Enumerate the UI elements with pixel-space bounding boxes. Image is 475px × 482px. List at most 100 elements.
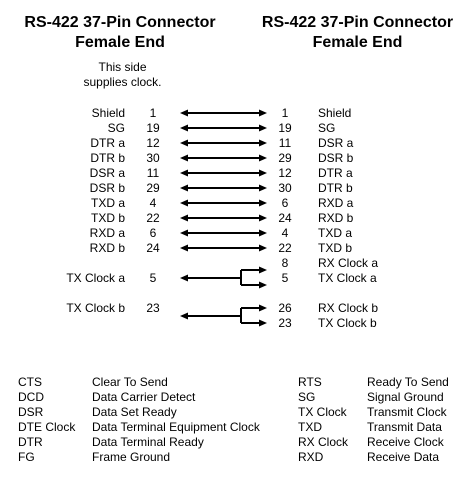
arrowhead-right — [259, 266, 267, 274]
arrowhead-left — [180, 312, 188, 320]
legend-meaning: Signal Ground — [367, 390, 444, 404]
right-pin-number: 5 — [281, 271, 289, 285]
right-pin-number: 12 — [278, 166, 292, 180]
right-pin-number: 29 — [278, 151, 292, 165]
right-signal-name: TX Clock b — [318, 316, 377, 330]
right-signal-name: DSR a — [318, 136, 354, 150]
right-connector-title: RS-422 37-Pin Connector Female End — [240, 13, 475, 53]
arrowhead-right — [259, 319, 267, 327]
arrowhead-right — [259, 184, 267, 192]
arrowhead-left — [180, 184, 188, 192]
legend-right-abbreviations: RTS SG TX Clock TXD RX Clock RXD — [298, 375, 348, 465]
legend-meaning: Transmit Clock — [367, 405, 447, 419]
legend-meaning: Transmit Data — [367, 420, 442, 434]
left-pin-number: 1 — [149, 106, 157, 120]
left-pin-number: 22 — [146, 211, 160, 225]
arrowhead-right — [259, 281, 267, 289]
left-pin-number: 4 — [149, 196, 157, 210]
right-signal-name: RX Clock b — [318, 301, 379, 315]
left-pin-number: 24 — [146, 241, 160, 255]
arrowhead-right — [259, 154, 267, 162]
arrowhead-right — [259, 109, 267, 117]
left-title-line-2: Female End — [75, 34, 165, 51]
right-pin-number: 30 — [278, 181, 292, 195]
note-line-1: This side — [98, 60, 147, 74]
right-pin-number: 26 — [278, 301, 292, 315]
arrowhead-left — [180, 154, 188, 162]
legend-abbr: TXD — [298, 420, 322, 434]
right-pin-number: 22 — [278, 241, 292, 255]
legend-meaning: Data Set Ready — [92, 405, 177, 419]
legend-abbr: DTR — [18, 435, 43, 449]
left-pin-number: 11 — [146, 166, 160, 180]
legend-abbr: DCD — [18, 390, 44, 404]
right-signal-name: RXD a — [318, 196, 354, 210]
right-signal-name: Shield — [318, 106, 352, 120]
arrowhead-right — [259, 244, 267, 252]
arrowhead-left — [180, 124, 188, 132]
legend-meaning: Receive Clock — [367, 435, 444, 449]
left-signal-name: DSR b — [89, 181, 125, 195]
right-pin-number: 8 — [281, 256, 289, 270]
arrowhead-right — [259, 124, 267, 132]
left-pin-number: 12 — [146, 136, 160, 150]
legend-abbr: DSR — [18, 405, 44, 419]
note-line-2: supplies clock. — [83, 75, 162, 89]
right-pin-number: 23 — [278, 316, 292, 330]
arrowhead-left — [180, 199, 188, 207]
arrowhead-left — [180, 244, 188, 252]
right-signal-name: TXD a — [318, 226, 353, 240]
arrowhead-right — [259, 169, 267, 177]
right-pin-number: 11 — [278, 136, 292, 150]
right-signal-name: DTR b — [318, 181, 353, 195]
right-signal-name: TXD b — [318, 241, 353, 255]
arrowhead-left — [180, 109, 188, 117]
left-signal-name: DTR a — [90, 136, 125, 150]
legend-right-meanings: Ready To Send Signal Ground Transmit Clo… — [367, 375, 449, 465]
legend-abbr: SG — [298, 390, 316, 404]
legend-meaning: Clear To Send — [92, 375, 168, 389]
right-pin-number: 4 — [281, 226, 289, 240]
left-title-line-1: RS-422 37-Pin Connector — [24, 14, 216, 31]
left-pin-number: 29 — [146, 181, 160, 195]
arrowhead-left — [180, 274, 188, 282]
arrowhead-left — [180, 229, 188, 237]
right-signal-name: RX Clock a — [318, 256, 379, 270]
left-signal-name: TXD a — [90, 196, 125, 210]
legend-meaning: Data Terminal Equipment Clock — [92, 420, 260, 434]
left-signal-name: TX Clock a — [66, 271, 125, 285]
left-signal-name: SG — [107, 121, 125, 135]
left-signal-name: RXD b — [89, 241, 125, 255]
legend-meaning: Receive Data — [367, 450, 440, 464]
clock-source-note: This side supplies clock. — [55, 60, 190, 90]
arrowhead-right — [259, 199, 267, 207]
right-pin-number: 24 — [278, 211, 292, 225]
legend-abbr: RX Clock — [298, 435, 349, 449]
arrowhead-left — [180, 139, 188, 147]
arrowhead-right — [259, 229, 267, 237]
left-pin-number: 5 — [149, 271, 157, 285]
arrowhead-right — [259, 304, 267, 312]
left-signal-name: TXD b — [90, 211, 125, 225]
right-signal-name: SG — [318, 121, 336, 135]
arrowhead-left — [180, 169, 188, 177]
left-signal-name: TX Clock b — [66, 301, 125, 315]
right-title-line-1: RS-422 37-Pin Connector — [261, 14, 454, 31]
left-pin-number: 6 — [149, 226, 157, 240]
arrowhead-right — [259, 214, 267, 222]
legend-abbr: RTS — [298, 375, 322, 389]
arrowhead-right — [259, 139, 267, 147]
right-pin-number: 1 — [281, 106, 289, 120]
right-signal-name: DSR b — [318, 151, 354, 165]
legend-meaning: Frame Ground — [92, 450, 171, 464]
legend-meaning: Data Terminal Ready — [92, 435, 204, 449]
left-signal-name: RXD a — [89, 226, 125, 240]
legend-abbr: TX Clock — [298, 405, 347, 419]
legend-abbr: CTS — [18, 375, 42, 389]
legend-meaning: Ready To Send — [367, 375, 449, 389]
right-signal-name: RXD b — [318, 211, 354, 225]
left-signal-name: DSR a — [89, 166, 125, 180]
right-pin-number: 6 — [281, 196, 289, 210]
right-pin-number: 19 — [278, 121, 292, 135]
